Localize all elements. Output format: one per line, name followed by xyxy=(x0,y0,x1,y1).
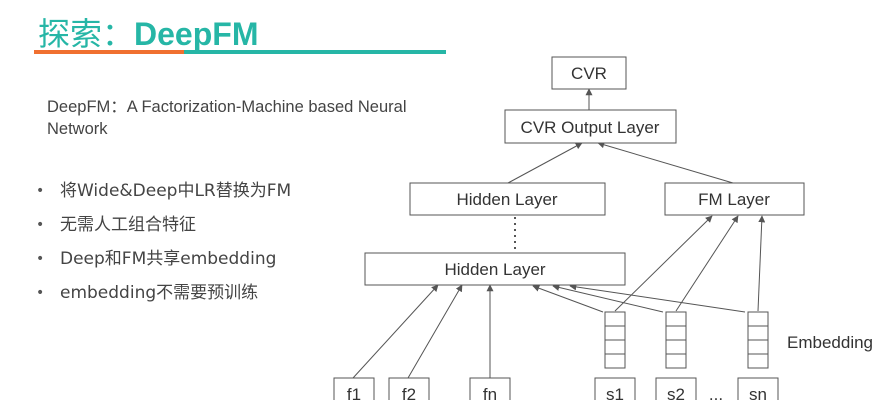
bullet-text: 将Wide&Deep中LR替换为FM xyxy=(60,181,292,201)
arrow-fm-to-output xyxy=(597,141,734,184)
bullet-dot: • xyxy=(36,183,45,199)
layer-boxes xyxy=(333,56,805,400)
arrow-hidden-to-output xyxy=(507,142,583,184)
bullet-text: embedding不需要预训练 xyxy=(60,283,259,303)
bullet-dot: • xyxy=(36,285,45,301)
hidden-top-label: Hidden Layer xyxy=(456,190,557,209)
feature-label-sn: sn xyxy=(749,385,767,400)
arrow-emb1-to-fm xyxy=(614,215,713,312)
hidden-bottom-box xyxy=(364,252,626,286)
feature-box-f2 xyxy=(388,377,430,400)
feature-box-sn xyxy=(737,377,779,400)
embedding-stack-sn xyxy=(747,311,769,369)
embedding-stack-s1 xyxy=(604,311,626,369)
bullet-item: • Deep和FM共享embedding xyxy=(36,244,291,278)
arrow-emb2-to-hidden xyxy=(552,284,664,313)
feature-label-s1: s1 xyxy=(606,385,624,400)
bullet-list: • 将Wide&Deep中LR替换为FM • 无需人工组合特征 • Deep和FM共享… xyxy=(36,176,291,312)
slide-title-zh: 探索： xyxy=(38,15,135,53)
cvr-output-box xyxy=(504,109,677,144)
arrow-emb1-to-hidden xyxy=(532,284,604,313)
slide-title-en: DeepFM xyxy=(134,16,259,52)
bullet-item: • embedding不需要预训练 xyxy=(36,278,291,312)
arrow-emb3-to-hidden xyxy=(569,283,746,313)
connection-arrows xyxy=(352,88,766,379)
bullet-text: Deep和FM共享embedding xyxy=(60,249,277,269)
bullet-item: • 将Wide&Deep中LR替换为FM xyxy=(36,176,291,210)
feature-label-f2: f2 xyxy=(402,385,416,400)
slide-title: 探索：DeepFM xyxy=(38,14,258,54)
feature-label-fn: fn xyxy=(483,385,497,400)
hidden-bottom-label: Hidden Layer xyxy=(444,260,545,279)
fm-layer-label: FM Layer xyxy=(698,190,770,209)
arrow-f1-to-hidden xyxy=(352,284,439,379)
feature-box-fn xyxy=(469,377,511,400)
arrow-emb3-to-fm xyxy=(757,215,766,312)
embedding-label: Embedding xyxy=(787,333,873,352)
bullet-item: • 无需人工组合特征 xyxy=(36,210,291,244)
hidden-top-box xyxy=(409,182,606,216)
node-labels: CVR CVR Output Layer Hidden Layer FM Lay… xyxy=(347,64,770,400)
sparse-ellipsis: ... xyxy=(709,385,723,400)
feature-box-s2 xyxy=(655,377,697,400)
arrow-f2-to-hidden xyxy=(407,284,463,379)
feature-box-s1 xyxy=(594,377,636,400)
cvr-label: CVR xyxy=(571,64,607,83)
paper-subtitle: DeepFM：A Factorization-Machine based Neu… xyxy=(47,98,407,138)
title-underline xyxy=(34,50,446,54)
bullet-dot: • xyxy=(36,251,45,267)
cvr-output-label: CVR Output Layer xyxy=(521,118,660,137)
cvr-box xyxy=(551,56,627,90)
feature-label-s2: s2 xyxy=(667,385,685,400)
embedding-stacks xyxy=(604,311,769,369)
arrow-emb2-to-fm xyxy=(675,215,739,312)
bullet-text: 无需人工组合特征 xyxy=(60,215,196,235)
feature-label-f1: f1 xyxy=(347,385,361,400)
fm-layer-box xyxy=(664,182,805,216)
feature-box-f1 xyxy=(333,377,375,400)
embedding-stack-s2 xyxy=(665,311,687,369)
bullet-dot: • xyxy=(36,217,45,233)
